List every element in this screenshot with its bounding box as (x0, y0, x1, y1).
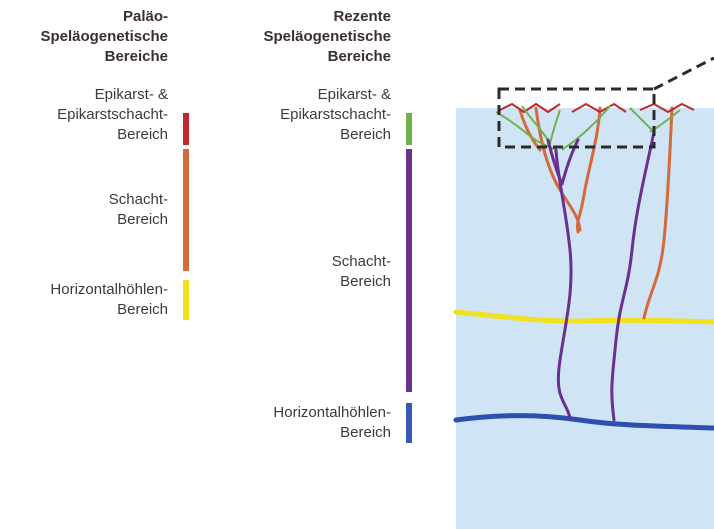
detail-connector (654, 58, 714, 89)
